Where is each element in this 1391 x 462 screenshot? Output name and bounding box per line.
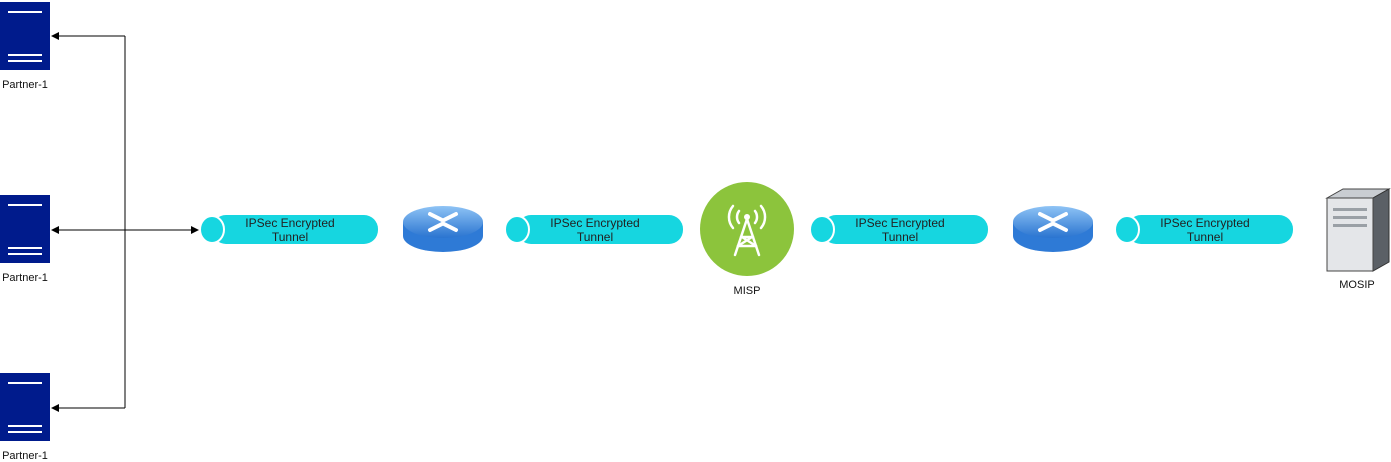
- mosip-server[interactable]: [1323, 188, 1391, 279]
- partner-label: Partner-1: [2, 272, 48, 284]
- ipsec-tunnel-2[interactable]: IPSec Encrypted Tunnel: [504, 215, 685, 250]
- partner-server-2[interactable]: [0, 195, 50, 268]
- router-2[interactable]: [1012, 204, 1094, 259]
- tunnel-label-line2: Tunnel: [1186, 230, 1224, 244]
- misp-label: MISP: [733, 285, 761, 297]
- cell-tower-icon: [700, 182, 794, 276]
- partner-label: Partner-1: [2, 79, 48, 91]
- tunnel-icon: [809, 215, 988, 244]
- mosip-label: MOSIP: [1339, 279, 1375, 291]
- server-icon: [0, 195, 50, 263]
- partner-label: Partner-1: [2, 450, 48, 462]
- tunnel-icon: [1114, 215, 1293, 244]
- partner-server-1[interactable]: [0, 2, 50, 75]
- tunnel-label-line2: Tunnel: [271, 230, 309, 244]
- server-icon: [0, 373, 50, 441]
- misp-node[interactable]: [699, 181, 795, 282]
- tunnel-label-line1: IPSec Encrypted: [245, 216, 335, 230]
- partner-server-3[interactable]: [0, 373, 50, 446]
- tunnel-icon: [504, 215, 683, 244]
- tunnel-label-line1: IPSec Encrypted: [855, 216, 945, 230]
- router-icon: [1013, 206, 1093, 252]
- server-icon: [0, 2, 50, 70]
- tunnel-label-line2: Tunnel: [881, 230, 919, 244]
- tunnel-label-line2: Tunnel: [576, 230, 614, 244]
- router-1[interactable]: [402, 204, 484, 259]
- ipsec-tunnel-3[interactable]: IPSec Encrypted Tunnel: [809, 215, 990, 250]
- ipsec-tunnel-4[interactable]: IPSec Encrypted Tunnel: [1114, 215, 1295, 250]
- tunnel-label-line1: IPSec Encrypted: [550, 216, 640, 230]
- tower-server-icon: [1325, 188, 1391, 272]
- tunnel-icon: [199, 215, 378, 244]
- router-icon: [403, 206, 483, 252]
- tunnel-label-line1: IPSec Encrypted: [1160, 216, 1250, 230]
- ipsec-tunnel-1[interactable]: IPSec Encrypted Tunnel: [199, 215, 380, 250]
